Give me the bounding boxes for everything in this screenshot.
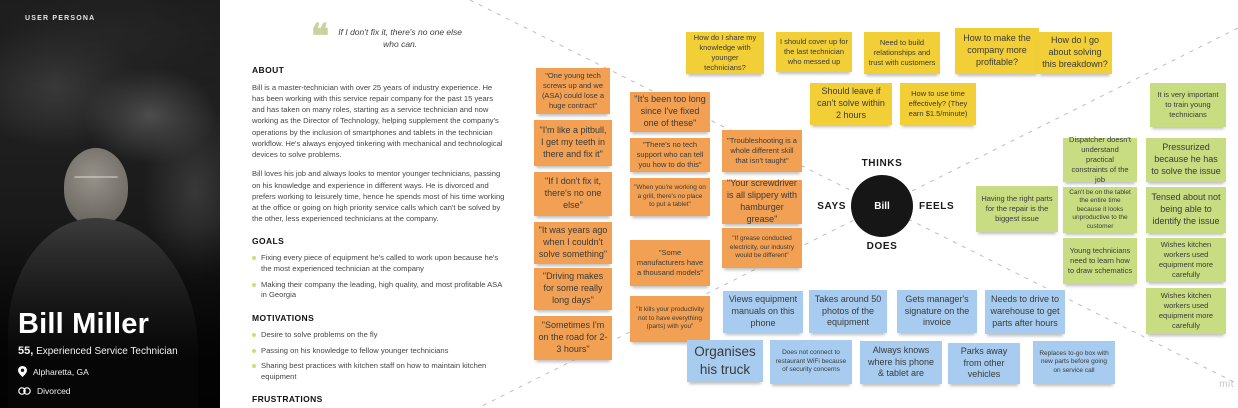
persona-quote: ❝ If I don't fix it, there's no one else… — [252, 17, 506, 57]
persona-role: Experienced Service Technician — [36, 346, 178, 357]
sticky-note-says-12[interactable]: "Your screwdriver is all slippery with h… — [722, 178, 802, 224]
bullet-item: Fixing every piece of equipment he's cal… — [252, 253, 506, 274]
sticky-note-does-33[interactable]: Needs to drive to warehouse to get parts… — [985, 290, 1065, 334]
sticky-note-feels-21[interactable]: It is very important to train young tech… — [1150, 83, 1226, 127]
sticky-note-does-32[interactable]: Gets manager's signature on the invoice — [897, 290, 977, 333]
location-pin-icon — [18, 366, 27, 377]
sticky-note-thinks-14[interactable]: How do I share my knowledge with younger… — [686, 32, 764, 74]
sticky-note-thinks-15[interactable]: I should cover up for the last technicia… — [776, 32, 852, 72]
motivations-heading: MOTIVATIONS — [252, 312, 315, 323]
bullet-dot — [252, 282, 256, 287]
empathy-map-center[interactable]: Bill — [851, 175, 913, 237]
sticky-note-does-34[interactable]: Organises his truck — [687, 340, 763, 382]
about-heading: ABOUT — [252, 64, 285, 75]
sticky-note-feels-27[interactable]: Tensed about not being able to identify … — [1146, 187, 1226, 233]
sticky-note-says-11[interactable]: "Troubleshooting is a whole different sk… — [722, 130, 802, 172]
sticky-note-feels-25[interactable]: Young technicians need to learn how to d… — [1063, 238, 1137, 284]
sticky-note-says-4[interactable]: "Driving makes for some really long days… — [534, 268, 612, 310]
sticky-note-does-36[interactable]: Always knows where his phone & tablet ar… — [860, 341, 942, 384]
sticky-note-says-2[interactable]: "If I don't fix it, there's no one else" — [534, 172, 612, 216]
persona-marital-status: Divorced — [37, 386, 71, 396]
marital-status-row: Divorced — [18, 386, 213, 396]
bullet-item: Making their company the leading, high q… — [252, 280, 506, 301]
bullet-dot — [252, 364, 256, 369]
persona-name: Bill Miller — [18, 307, 150, 340]
user-persona-label: USER PERSONA — [25, 15, 96, 22]
sticky-note-thinks-16[interactable]: Need to build relationships and trust wi… — [864, 32, 940, 74]
persona-profile-column: ❝ If I don't fix it, there's no one else… — [240, 0, 520, 408]
sticky-note-says-5[interactable]: "Sometimes I'm on the road for 2-3 hours… — [534, 316, 612, 360]
sticky-note-feels-22[interactable]: Having the right parts for the repair is… — [976, 186, 1058, 232]
frustrations-heading: FRUSTRATIONS — [252, 394, 323, 405]
sticky-note-feels-26[interactable]: Pressurized because he has to solve the … — [1146, 138, 1226, 182]
persona-location: Alpharetta, GA — [33, 366, 89, 377]
bullet-dot — [252, 348, 256, 353]
persona-age-role: 55, Experienced Service Technician — [18, 345, 213, 357]
photo-overlay-gradient — [0, 0, 220, 408]
sticky-note-thinks-18[interactable]: How do I go about solving this breakdown… — [1038, 32, 1112, 74]
sticky-note-says-3[interactable]: "It was years ago when I couldn't solve … — [534, 222, 612, 264]
wedding-rings-icon — [18, 387, 31, 395]
sticky-note-says-10[interactable]: "It kills your productivity not to have … — [630, 296, 710, 342]
about-paragraph-2: Bill loves his job and always looks to m… — [252, 169, 505, 224]
sticky-note-says-7[interactable]: "There's no tech support who can tell yo… — [630, 138, 710, 172]
about-paragraph-1: Bill is a master-technician with over 25… — [252, 82, 503, 160]
location-row: Alpharetta, GA — [18, 366, 213, 377]
sticky-note-feels-23[interactable]: Dispatcher doesn't understand practical … — [1063, 135, 1137, 184]
sticky-note-says-1[interactable]: "I'm like a pitbull, I get my teeth in t… — [534, 120, 612, 166]
quadrant-label-says: SAYS — [817, 201, 846, 212]
bullet-dot — [252, 332, 256, 337]
bullet-item: Desire to solve problems on the fly — [252, 330, 506, 341]
sticky-note-says-0[interactable]: "One young tech screws up and we (ASA) c… — [536, 68, 610, 114]
sticky-note-says-6[interactable]: "It's been too long since I've fixed one… — [630, 92, 710, 132]
quadrant-label-does: DOES — [866, 241, 898, 252]
sticky-note-feels-29[interactable]: Wishes kitchen workers used equipment mo… — [1146, 288, 1226, 334]
sticky-note-says-9[interactable]: "Some manufacturers have a thousand mode… — [630, 240, 710, 286]
persona-age: 55, — [18, 345, 34, 357]
sticky-note-does-31[interactable]: Takes around 50 photos of the equipment — [809, 290, 887, 333]
quadrant-label-thinks: THINKS — [861, 158, 903, 169]
sticky-note-feels-24[interactable]: Can't be on the tablet the entire time b… — [1063, 187, 1137, 233]
sticky-note-thinks-17[interactable]: How to make the company more profitable? — [955, 28, 1039, 74]
bullet-item: Sharing best practices with kitchen staf… — [252, 361, 506, 382]
goals-heading: GOALS — [252, 236, 285, 247]
persona-photo-panel: USER PERSONA Bill Miller 55, Experienced… — [0, 0, 220, 408]
sticky-note-feels-28[interactable]: Wishes kitchen workers used equipment mo… — [1146, 238, 1226, 282]
quote-text: If I don't fix it, there's no one else w… — [338, 27, 462, 50]
quote-mark-icon: ❝ — [310, 17, 330, 57]
sticky-note-says-13[interactable]: "If grease conducted electricity, our in… — [722, 228, 802, 268]
bullet-item: Passing on his knowledge to fellow young… — [252, 346, 506, 357]
sticky-note-does-38[interactable]: Replaces to-go box with new parts before… — [1033, 341, 1115, 384]
sticky-note-thinks-19[interactable]: Should leave if can't solve within 2 hou… — [810, 83, 892, 125]
sticky-note-does-37[interactable]: Parks away from other vehicles — [948, 343, 1020, 384]
board-watermark: mit — [1219, 379, 1234, 390]
persona-identity: Bill Miller 55, Experienced Service Tech… — [18, 307, 213, 396]
sticky-note-thinks-20[interactable]: How to use time effectively? (They earn … — [900, 83, 976, 125]
sticky-note-does-35[interactable]: Does not connect to restaurant WiFi beca… — [770, 340, 852, 384]
quadrant-label-feels: FEELS — [919, 201, 955, 212]
sticky-note-says-8[interactable]: "When you're working on a grill, there's… — [630, 178, 710, 216]
sticky-note-does-30[interactable]: Views equipment manuals on this phone — [723, 291, 803, 333]
goals-list: Fixing every piece of equipment he's cal… — [252, 253, 506, 301]
bullet-dot — [252, 256, 256, 261]
